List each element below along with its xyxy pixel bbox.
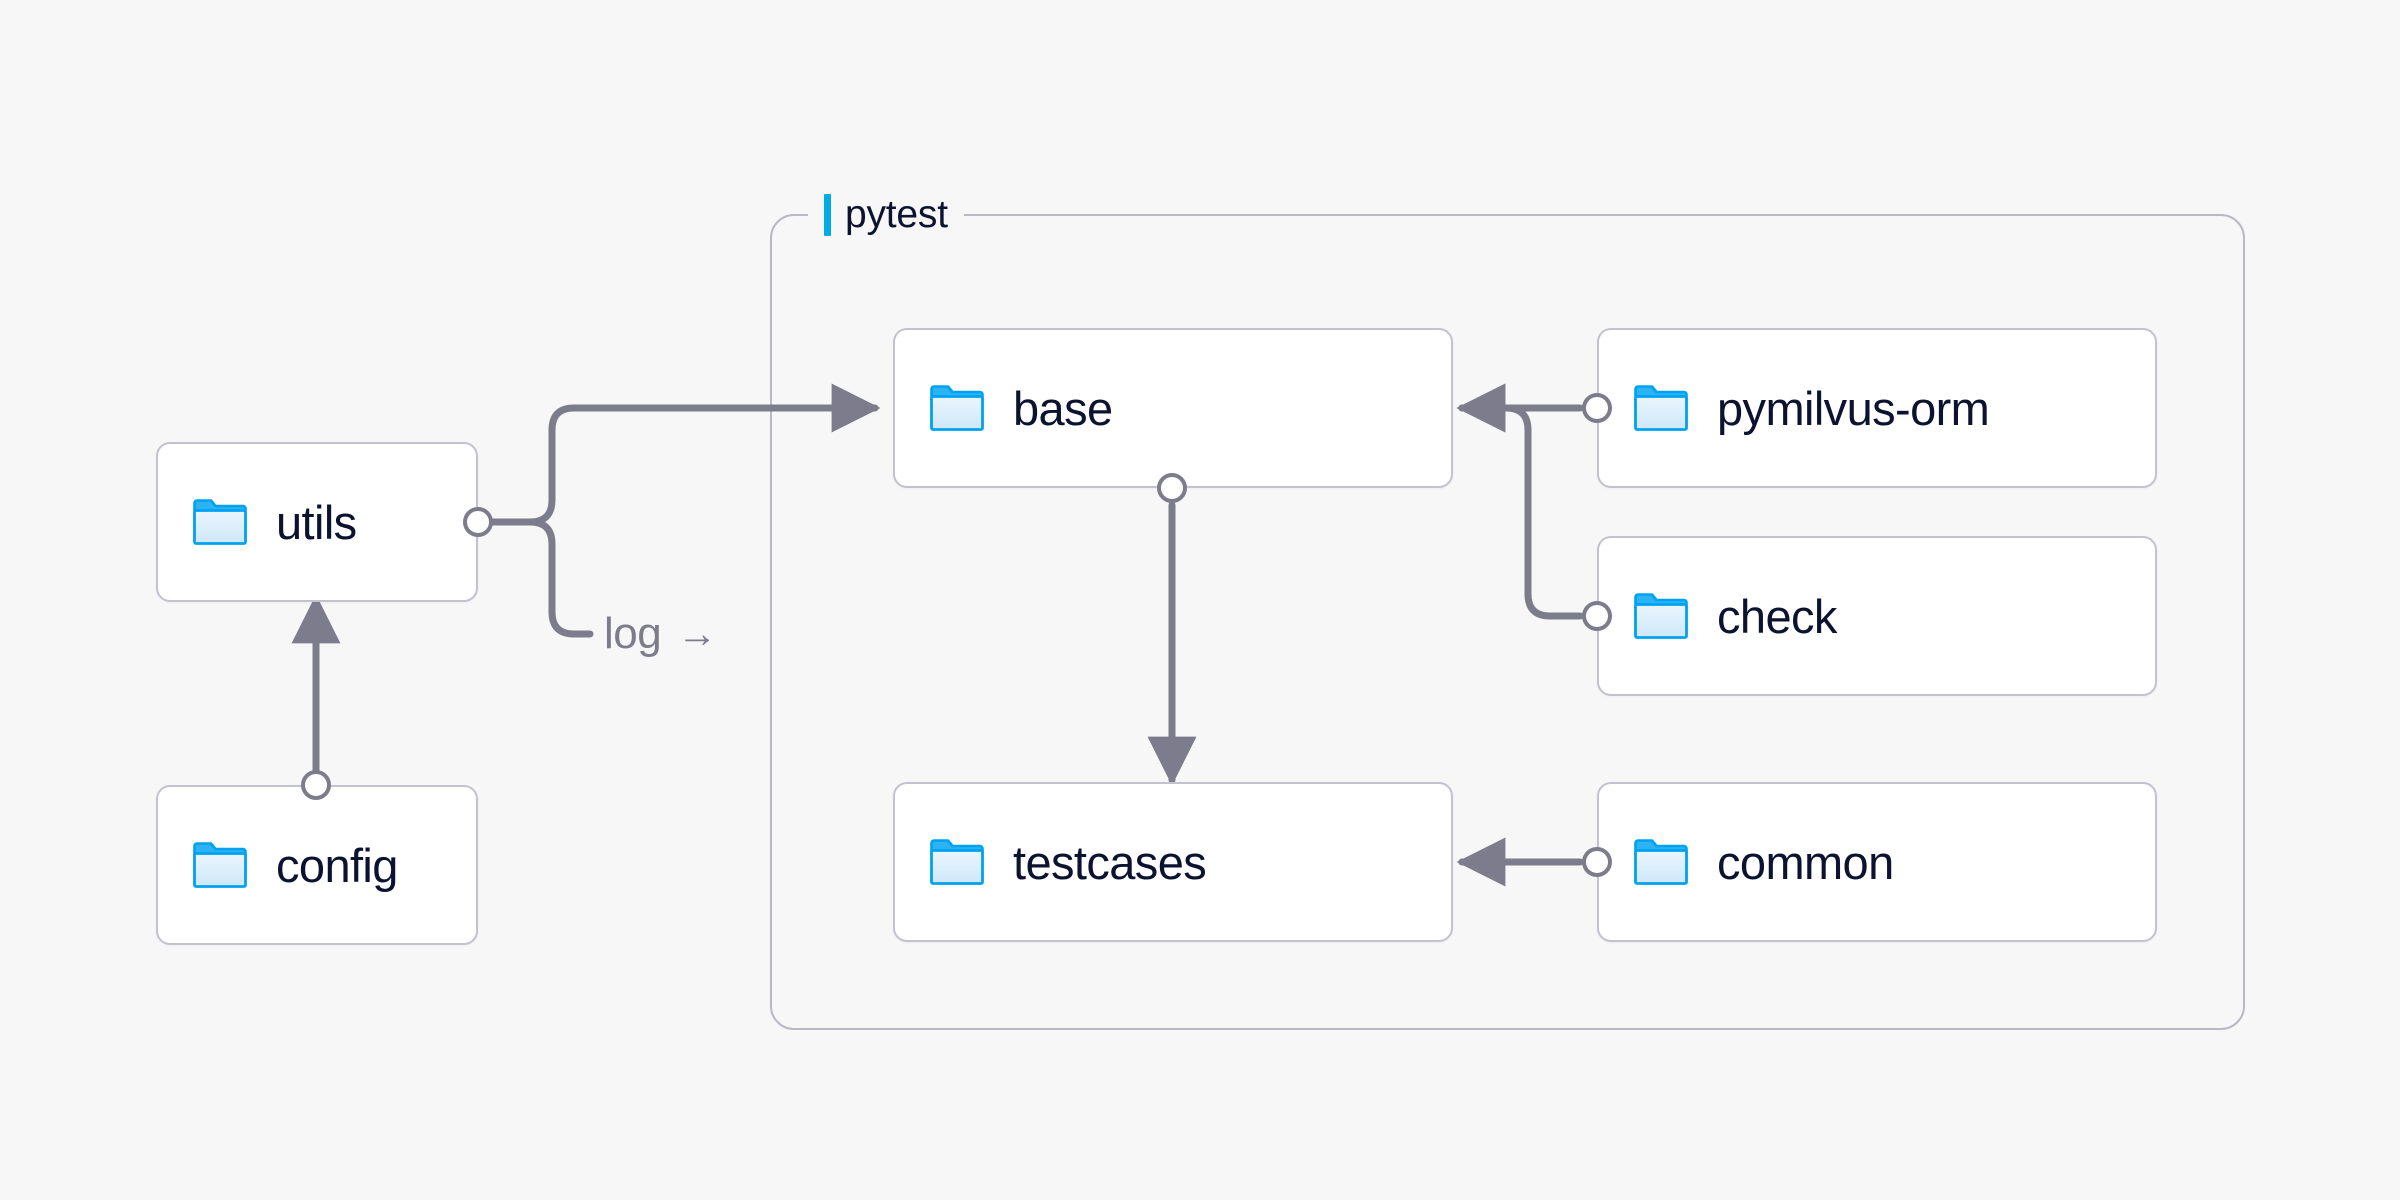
port-common-left[interactable] [1582,847,1612,877]
node-common[interactable]: common [1597,782,2157,942]
port-pymilvus-orm-left[interactable] [1582,393,1612,423]
node-check[interactable]: check [1597,536,2157,696]
port-utils-right[interactable] [463,507,493,537]
node-label-config: config [276,838,398,892]
node-label-pymilvus-orm: pymilvus-orm [1717,381,1990,435]
node-label-common: common [1717,835,1894,889]
node-testcases[interactable]: testcases [893,782,1453,942]
edge-label-log: log → [604,609,717,659]
edge-label-log-text: log [604,609,662,658]
node-utils[interactable]: utils [156,442,478,602]
folder-icon [1634,385,1688,431]
node-label-utils: utils [276,495,357,549]
node-label-check: check [1717,589,1837,643]
folder-icon [193,842,247,888]
node-pymilvus-orm[interactable]: pymilvus-orm [1597,328,2157,488]
node-config[interactable]: config [156,785,478,945]
folder-icon [1634,839,1688,885]
port-check-left[interactable] [1582,601,1612,631]
folder-icon [1634,593,1688,639]
node-label-base: base [1013,381,1113,435]
port-base-bottom[interactable] [1157,473,1187,503]
folder-icon [930,839,984,885]
group-pytest-label: pytest [808,192,964,238]
node-base[interactable]: base [893,328,1453,488]
folder-icon [193,499,247,545]
folder-icon [930,385,984,431]
edge-utils-to-log [526,518,594,638]
group-label-text: pytest [845,193,948,236]
port-config-top[interactable] [301,770,331,800]
group-accent-bar [824,194,831,236]
arrow-right-icon: → [677,612,717,656]
node-label-testcases: testcases [1013,835,1207,889]
